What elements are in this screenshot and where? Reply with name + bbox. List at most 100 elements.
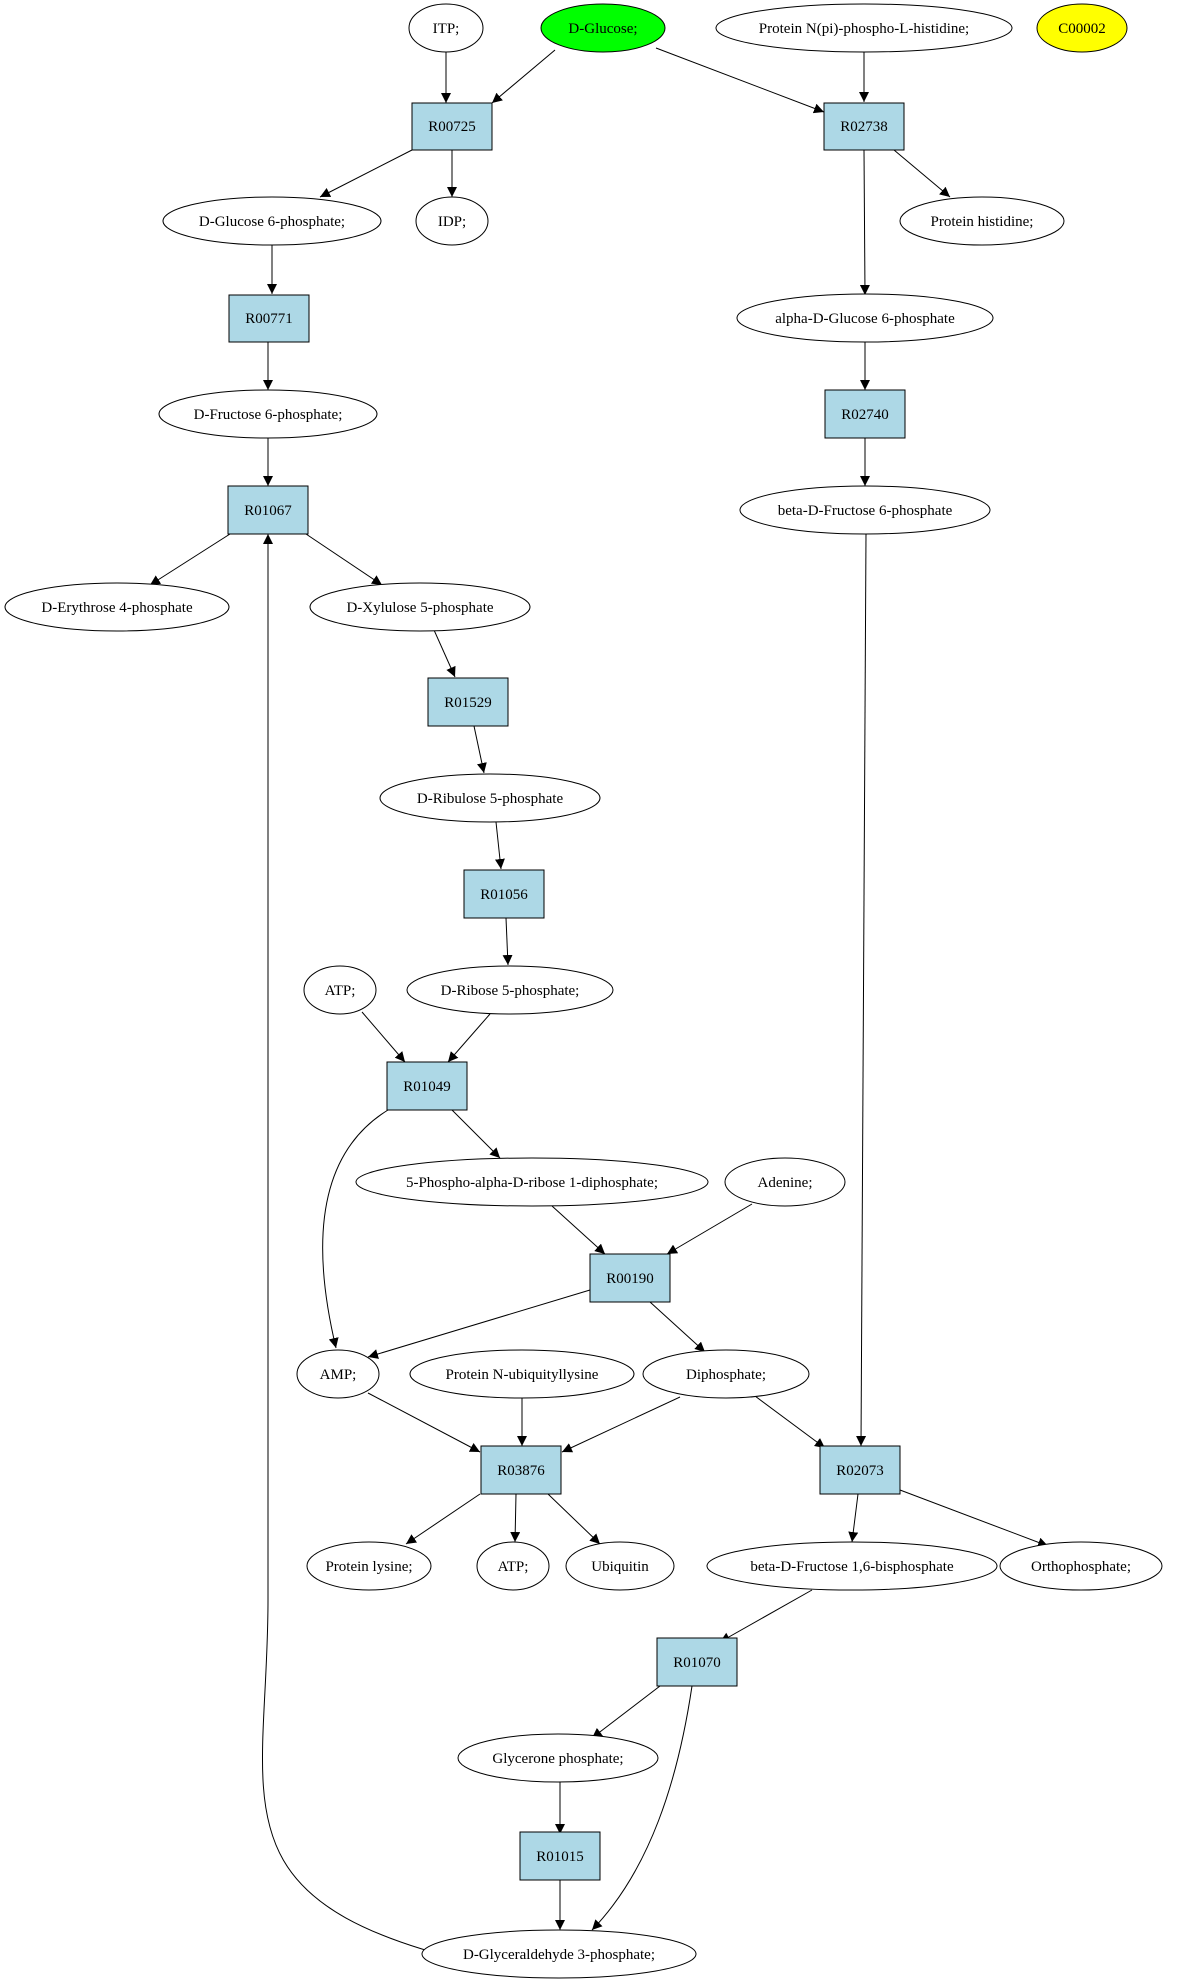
- reaction-node-r02738: R02738: [823, 102, 905, 151]
- reaction-label-r01529: R01529: [444, 695, 492, 711]
- compound-label-ubiquitin: Ubiquitin: [591, 1559, 649, 1575]
- compound-label-beta-d-fructose-6-phosphate: beta-D-Fructose 6-phosphate: [778, 503, 953, 519]
- edge-r02738-to-protein-histidine: [893, 149, 951, 198]
- reaction-node-r01049: R01049: [386, 1061, 468, 1111]
- compound-node-protein-phospho-histidine: Protein N(pi)-phospho-L-histidine;: [715, 3, 1013, 53]
- compound-node-d-fructose-6-phosphate: D-Fructose 6-phosphate;: [158, 389, 378, 439]
- compound-label-d-fructose-6-phosphate: D-Fructose 6-phosphate;: [194, 407, 343, 423]
- compound-node-d-glucose-6-phosphate: D-Glucose 6-phosphate;: [162, 196, 382, 246]
- compound-label-atp-2: ATP;: [498, 1559, 529, 1575]
- edge-diphosphate-to-r03876: [561, 1396, 681, 1453]
- compound-label-idp: IDP;: [438, 214, 466, 230]
- edge-d-ribulose-5p-to-r01056: [494, 821, 505, 870]
- reaction-label-r01070: R01070: [673, 1655, 721, 1671]
- edge-r03876-to-ubiquitin: [547, 1493, 601, 1545]
- reaction-node-r02073: R02073: [819, 1445, 901, 1495]
- compound-label-alpha-d-glucose-6-phosphate: alpha-D-Glucose 6-phosphate: [775, 311, 955, 327]
- reaction-label-r02073: R02073: [836, 1463, 884, 1479]
- compound-label-itp: ITP;: [433, 21, 460, 37]
- compound-node-d-glyceraldehyde-3-phosphate: D-Glyceraldehyde 3-phosphate;: [421, 1929, 697, 1979]
- compound-node-diphosphate: Diphosphate;: [642, 1349, 810, 1399]
- edge-r00725-to-d-glucose-6p: [319, 149, 413, 198]
- reaction-label-r02738: R02738: [840, 119, 888, 135]
- compound-node-d-erythrose-4-phosphate: D-Erythrose 4-phosphate: [4, 582, 230, 632]
- compound-label-d-glyceraldehyde-3-phosphate: D-Glyceraldehyde 3-phosphate;: [463, 1947, 655, 1963]
- edge-r01067-to-d-erythrose-4p: [149, 533, 231, 586]
- edge-r00190-to-diphosphate: [649, 1301, 706, 1353]
- compound-label-adenine: Adenine;: [758, 1175, 813, 1191]
- edge-r01056-to-d-ribose-5p: [502, 917, 513, 966]
- reaction-label-r01067: R01067: [244, 503, 292, 519]
- compound-label-diphosphate: Diphosphate;: [686, 1367, 766, 1383]
- compound-label-d-xylulose-5-phosphate: D-Xylulose 5-phosphate: [346, 600, 493, 616]
- edge-r01049-to-prpp: [451, 1109, 501, 1159]
- edge-glucose-to-r02738: [655, 47, 825, 114]
- reaction-node-r00190: R00190: [589, 1253, 671, 1303]
- compound-label-protein-n-ubiquityllysine: Protein N-ubiquityllysine: [446, 1367, 599, 1383]
- edge-r03876-to-protein-lysine: [405, 1493, 481, 1545]
- edge-beta-d-fructose-6p-to-r02073: [856, 532, 867, 1447]
- compound-node-glycerone-phosphate: Glycerone phosphate;: [457, 1733, 659, 1783]
- compound-node-idp: IDP;: [415, 196, 489, 246]
- reaction-node-r01529: R01529: [427, 677, 509, 727]
- edge-r01067-to-d-xylulose-5p: [305, 533, 383, 586]
- compound-node-amp: AMP;: [296, 1349, 380, 1399]
- compound-label-protein-lysine: Protein lysine;: [325, 1559, 412, 1575]
- edge-r00190-to-amp: [367, 1289, 591, 1359]
- edge-r01049-to-amp: [322, 1109, 389, 1349]
- edge-r01070-to-d-glyceraldehyde-3p: [591, 1685, 693, 1931]
- edge-d-xylulose-5p-to-r01529: [433, 629, 456, 678]
- reaction-node-r02740: R02740: [824, 389, 906, 439]
- edge-r02073-to-orthophosphate: [899, 1489, 1049, 1548]
- reaction-node-r00771: R00771: [228, 294, 310, 343]
- compound-node-adenine: Adenine;: [724, 1157, 846, 1207]
- reaction-label-r00771: R00771: [245, 311, 293, 327]
- reaction-node-r00725: R00725: [411, 102, 493, 151]
- compound-label-c00002: C00002: [1058, 21, 1106, 37]
- edge-r02073-to-beta-d-fructose-16bp: [848, 1493, 859, 1543]
- compound-node-protein-lysine: Protein lysine;: [306, 1541, 432, 1591]
- reaction-node-r03876: R03876: [480, 1445, 562, 1495]
- compound-label-prpp: 5-Phospho-alpha-D-ribose 1-diphosphate;: [406, 1175, 658, 1191]
- compound-label-protein-histidine: Protein histidine;: [931, 214, 1034, 230]
- reaction-label-r00725: R00725: [428, 119, 476, 135]
- compound-label-beta-d-fructose-16-bisphosphate: beta-D-Fructose 1,6-bisphosphate: [750, 1559, 954, 1575]
- compound-label-atp-1: ATP;: [325, 983, 356, 999]
- edge-beta-d-fructose-16bp-to-r01070: [719, 1589, 813, 1643]
- compound-node-atp-2: ATP;: [476, 1541, 550, 1591]
- edge-d-ribose-5p-to-r01049: [447, 1013, 491, 1063]
- compound-node-d-glucose: D-Glucose;: [540, 3, 666, 53]
- compound-node-itp: ITP;: [408, 3, 484, 53]
- compound-node-beta-d-fructose-16-bisphosphate: beta-D-Fructose 1,6-bisphosphate: [706, 1541, 998, 1591]
- reaction-label-r01049: R01049: [403, 1079, 451, 1095]
- edge-d-glyceraldehyde-3p-to-r01067: [262, 534, 471, 1963]
- compound-node-d-ribose-5-phosphate: D-Ribose 5-phosphate;: [406, 965, 614, 1015]
- compound-label-d-ribose-5-phosphate: D-Ribose 5-phosphate;: [441, 983, 580, 999]
- compound-label-d-glucose-6-phosphate: D-Glucose 6-phosphate;: [199, 214, 345, 230]
- edge-r01529-to-d-ribulose-5p: [473, 725, 487, 774]
- compound-label-amp: AMP;: [320, 1367, 357, 1383]
- compound-node-d-ribulose-5-phosphate: D-Ribulose 5-phosphate: [379, 773, 601, 823]
- compound-label-d-erythrose-4-phosphate: D-Erythrose 4-phosphate: [41, 600, 193, 616]
- compound-label-d-ribulose-5-phosphate: D-Ribulose 5-phosphate: [417, 791, 564, 807]
- compound-node-prpp: 5-Phospho-alpha-D-ribose 1-diphosphate;: [355, 1157, 709, 1207]
- edge-r01070-to-glycerone-phosphate: [591, 1685, 661, 1739]
- edge-amp-to-r03876: [367, 1392, 481, 1453]
- reaction-label-r00190: R00190: [606, 1271, 654, 1287]
- compound-node-protein-n-ubiquityllysine: Protein N-ubiquityllysine: [409, 1349, 635, 1399]
- compound-node-protein-histidine: Protein histidine;: [899, 196, 1065, 246]
- compound-label-protein-phospho-histidine: Protein N(pi)-phospho-L-histidine;: [759, 21, 969, 37]
- reaction-node-r01056: R01056: [463, 869, 545, 919]
- edge-atp-to-r01049: [361, 1011, 406, 1063]
- compound-label-orthophosphate: Orthophosphate;: [1031, 1559, 1131, 1575]
- reaction-label-r01015: R01015: [536, 1849, 584, 1865]
- compound-node-beta-d-fructose-6-phosphate: beta-D-Fructose 6-phosphate: [739, 485, 991, 535]
- compound-node-ubiquitin: Ubiquitin: [565, 1541, 675, 1591]
- reaction-node-r01067: R01067: [227, 485, 309, 535]
- reaction-label-r01056: R01056: [480, 887, 528, 903]
- reaction-node-r01070: R01070: [656, 1637, 738, 1687]
- edge-r02738-to-alpha-d-glucose-6p: [859, 149, 870, 296]
- edge-adenine-to-r00190: [666, 1203, 753, 1255]
- edge-r03876-to-atp: [510, 1493, 521, 1543]
